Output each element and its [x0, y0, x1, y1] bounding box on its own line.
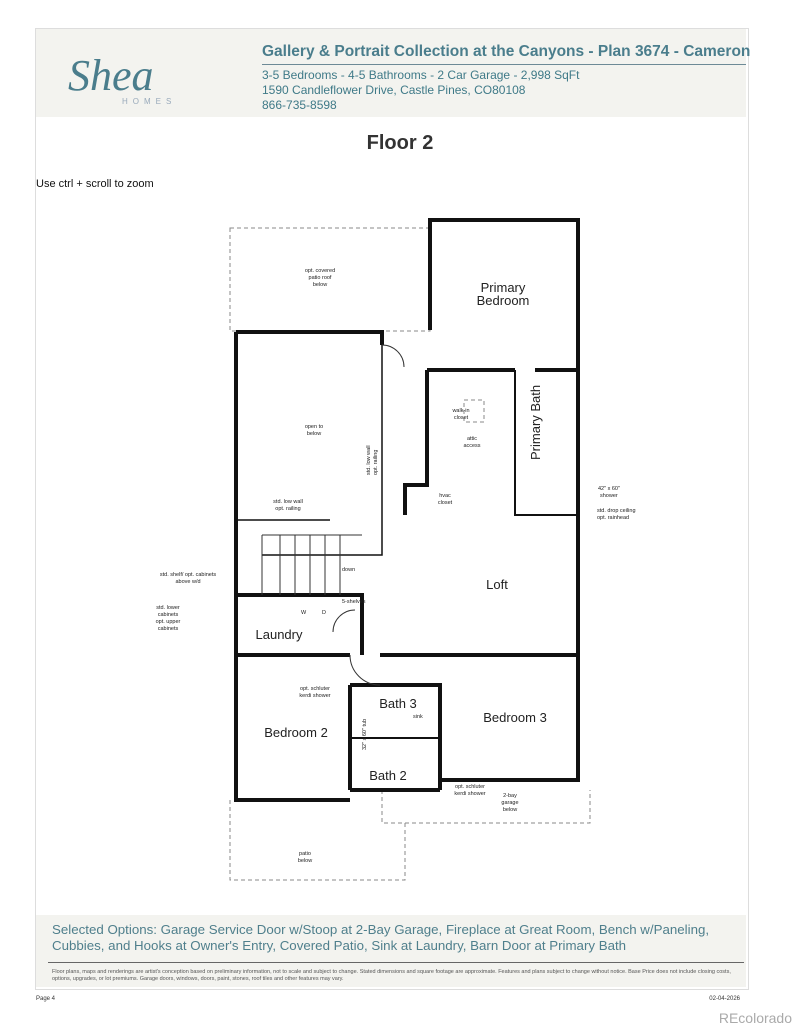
watermark: REcolorado — [718, 1010, 792, 1026]
plan-note: std. lower — [156, 605, 180, 611]
footer-divider — [48, 962, 744, 963]
walls — [234, 218, 580, 802]
plan-note: D — [322, 610, 326, 616]
plan-notes: opt. covered patio roof below open to be… — [156, 268, 636, 864]
room-bath-2: Bath 2 — [369, 768, 407, 783]
plan-note: sink — [413, 714, 423, 720]
room-loft: Loft — [486, 577, 508, 592]
room-primary-bedroom-2: Bedroom — [477, 293, 530, 308]
plan-note: 2-bay — [503, 793, 517, 799]
plan-note: access — [463, 443, 480, 449]
plan-note: garage — [501, 800, 518, 806]
plan-note: W — [301, 610, 307, 616]
plan-note: shower — [600, 493, 618, 499]
plan-note: opt. railing — [275, 506, 300, 512]
plan-note: 5-shelves — [342, 599, 366, 605]
plan-note: cabinets — [158, 626, 179, 632]
sheet — [35, 28, 749, 990]
room-bedroom-3: Bedroom 3 — [483, 710, 547, 725]
print-date: 02-04-2026 — [709, 996, 740, 1002]
plan-note: opt. railing — [373, 450, 379, 475]
plan-title: Gallery & Portrait Collection at the Can… — [262, 43, 751, 60]
floor-title: Floor 2 — [366, 132, 434, 154]
plan-note: std. low wall — [273, 499, 303, 505]
footer-band — [36, 915, 746, 987]
room-primary-bath: Primary Bath — [528, 385, 543, 460]
plan-note: opt. rainhead — [597, 515, 629, 521]
plan-note: below — [298, 858, 312, 864]
room-labels: Primary Bedroom Primary Bath Loft Laundr… — [256, 280, 547, 783]
zoom-hint: Use ctrl + scroll to zoom — [36, 178, 154, 190]
stairs — [261, 534, 362, 595]
header-band — [36, 29, 746, 117]
dashed-outlines — [229, 227, 591, 881]
plan-note: 42" x 60" — [598, 486, 620, 492]
door-swings — [332, 344, 405, 686]
room-bath-3: Bath 3 — [379, 696, 417, 711]
plan-specs: 3-5 Bedrooms - 4-5 Bathrooms - 2 Car Gar… — [262, 68, 580, 82]
phone[interactable]: 866-735-8598 — [262, 98, 337, 112]
disclaimer: Floor plans, maps and renderings are art… — [52, 969, 731, 982]
room-bedroom-2: Bedroom 2 — [264, 725, 328, 740]
plan-note: walk-in — [451, 408, 469, 414]
plan-note: patio roof — [309, 275, 332, 281]
plan-note: cabinets — [158, 612, 179, 618]
plan-note: opt. schluter — [455, 784, 485, 790]
plan-note: hvac — [439, 493, 451, 499]
page-number: Page 4 — [36, 996, 56, 1002]
title-divider — [262, 64, 746, 65]
plan-note: above w/d — [175, 579, 200, 585]
selected-options: Selected Options: Garage Service Door w/… — [52, 922, 710, 953]
room-laundry: Laundry — [256, 627, 303, 642]
plan-note: down — [342, 567, 355, 573]
plan-note: opt. schluter — [300, 686, 330, 692]
plan-note: closet — [438, 500, 453, 506]
plan-note: patio — [299, 851, 311, 857]
plan-note: attic — [467, 436, 477, 442]
plan-note: open to — [305, 424, 323, 430]
svg-text:HOMES: HOMES — [122, 97, 176, 106]
plan-note: below — [313, 282, 327, 288]
svg-text:Shea: Shea — [68, 51, 154, 100]
plan-note: kerdi shower — [299, 693, 330, 699]
plan-note: std. drop ceiling — [597, 508, 636, 514]
plan-note: opt. upper — [156, 619, 181, 625]
plan-note: std. low wall — [366, 445, 372, 475]
plan-note: kerdi shower — [454, 791, 485, 797]
plan-note: closet — [454, 415, 469, 421]
address: 1590 Candleflower Drive, Castle Pines, C… — [262, 83, 526, 97]
plan-note: std. shelf/ opt. cabinets — [160, 572, 217, 578]
shea-homes-logo: Shea HOMES — [68, 51, 176, 106]
plan-note: opt. covered — [305, 268, 335, 274]
plan-note: below — [307, 431, 321, 437]
room-primary-bedroom-1: Primary — [481, 280, 526, 295]
plan-note: 32" x 60" tub — [362, 719, 368, 750]
plan-note: below — [503, 807, 517, 813]
